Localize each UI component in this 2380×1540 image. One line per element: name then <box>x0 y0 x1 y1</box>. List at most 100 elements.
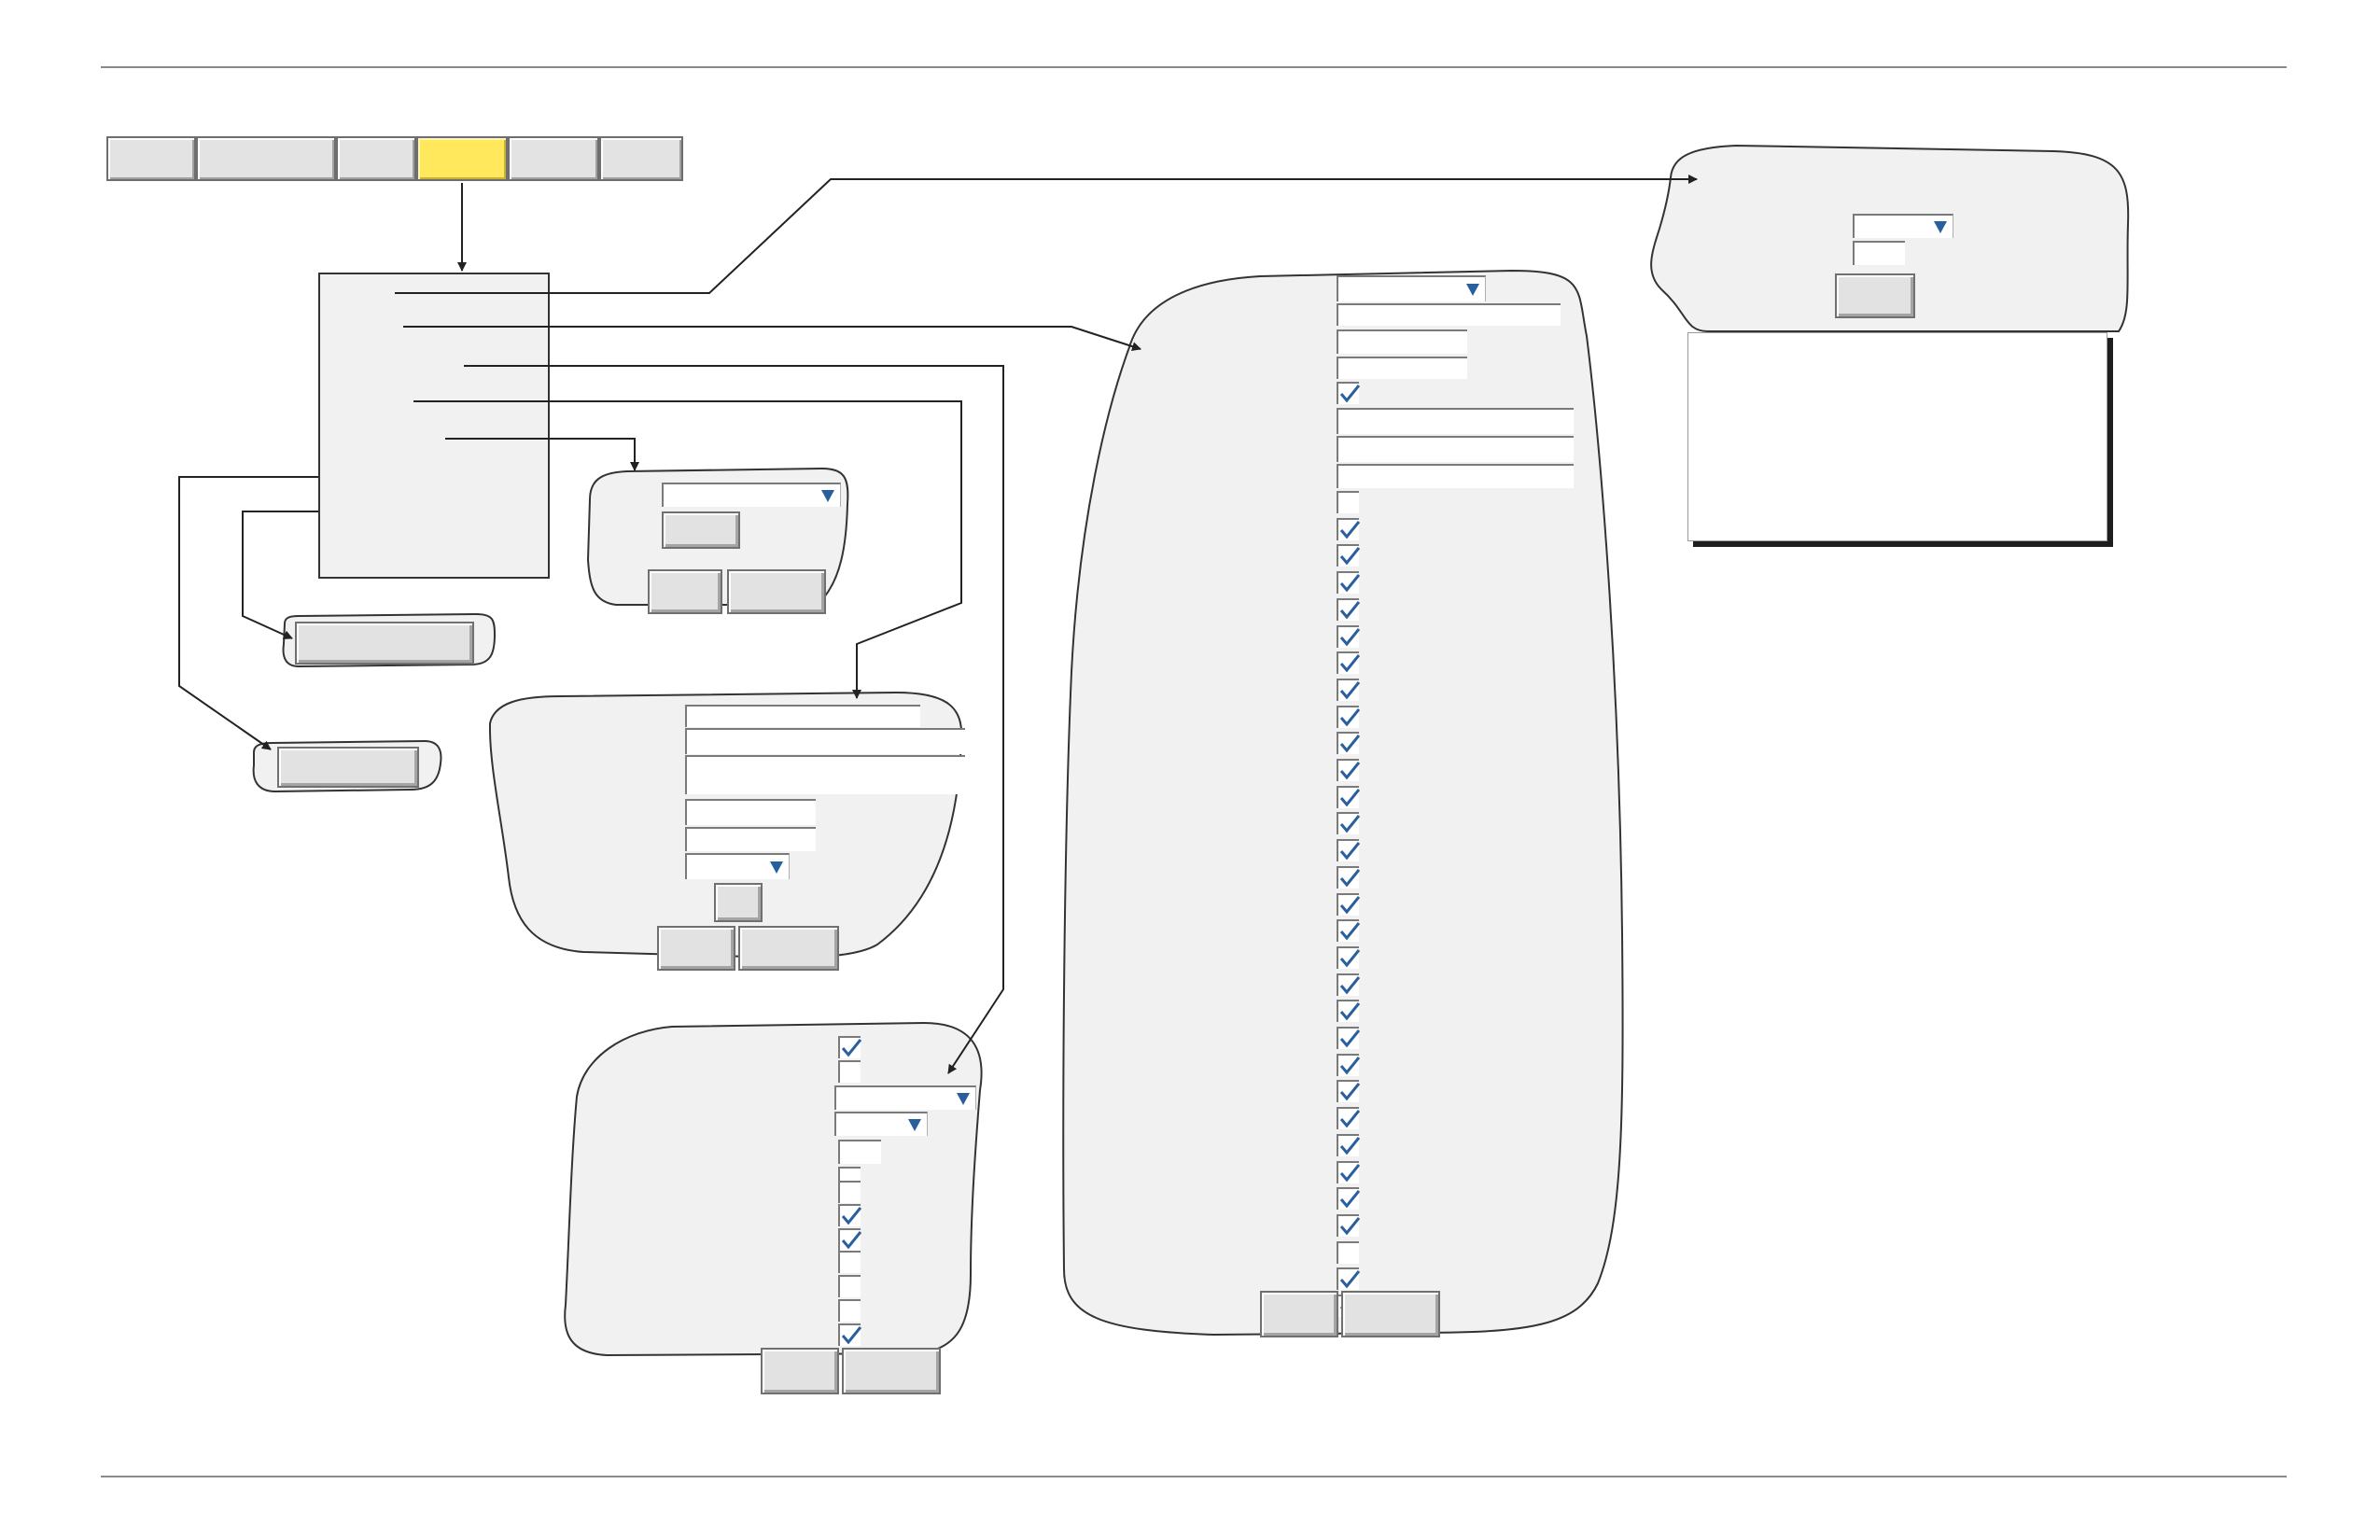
tall-cancel-button[interactable] <box>1341 1291 1440 1337</box>
top-rule <box>101 66 2287 68</box>
checkbox[interactable] <box>1337 518 1360 540</box>
arrow-menu-to-mid <box>413 400 962 699</box>
dropdown-panel-action-button[interactable] <box>662 511 740 549</box>
top-right-dropdown[interactable] <box>1853 214 1953 238</box>
bottom-dropdown-2[interactable] <box>834 1112 928 1136</box>
toolbar-tab-6[interactable] <box>599 136 683 181</box>
checkbox[interactable] <box>1337 1161 1360 1183</box>
mid-cancel-button[interactable] <box>738 926 839 971</box>
checkbox[interactable] <box>1337 706 1360 728</box>
checkbox[interactable] <box>838 1228 861 1251</box>
tall-dropdown-select[interactable] <box>1337 275 1486 301</box>
tall-text-field-2[interactable] <box>1337 329 1467 354</box>
tall-text-field-4[interactable] <box>1337 408 1574 434</box>
small-b-field-button[interactable] <box>277 747 419 788</box>
checkbox[interactable] <box>838 1275 861 1297</box>
bottom-text-field[interactable] <box>838 1140 881 1164</box>
bottom-dropdown-1[interactable] <box>834 1085 976 1110</box>
toolbar-tab-2[interactable] <box>196 136 336 181</box>
small-a-field-button[interactable] <box>295 622 474 665</box>
checkbox[interactable] <box>1337 651 1360 674</box>
checkbox[interactable] <box>1337 786 1360 808</box>
checkbox[interactable] <box>1337 1107 1360 1129</box>
tall-text-field-6[interactable] <box>1337 464 1574 488</box>
checkbox[interactable] <box>1337 625 1360 648</box>
mid-small-button[interactable] <box>714 883 763 922</box>
bottom-ok-button[interactable] <box>761 1348 839 1394</box>
checkbox[interactable] <box>1337 1054 1360 1076</box>
checkbox[interactable] <box>1337 679 1360 701</box>
panel-top-right <box>1650 144 2130 332</box>
text-field-4[interactable] <box>685 799 816 825</box>
text-field-5[interactable] <box>685 827 816 851</box>
checkmark-icon <box>1339 681 1360 700</box>
checkbox[interactable] <box>1337 946 1360 969</box>
checkbox[interactable] <box>1337 1000 1360 1022</box>
dropdown-select[interactable] <box>662 483 841 507</box>
arrow-menu-to-small-b <box>178 476 318 750</box>
checkmark-icon <box>1339 1057 1360 1075</box>
top-right-popup-list[interactable] <box>1687 332 2107 541</box>
checkbox[interactable] <box>838 1060 861 1083</box>
toolbar-tab-1[interactable] <box>106 136 196 181</box>
toolbar-tab-4-active[interactable] <box>416 136 508 181</box>
checkmark-icon <box>1339 976 1360 995</box>
arrow-menu-to-bottom <box>464 365 1004 1074</box>
checkmark-icon <box>1339 1137 1360 1155</box>
checkbox[interactable] <box>1337 544 1360 567</box>
checkbox[interactable] <box>838 1299 861 1322</box>
tall-text-field-1[interactable] <box>1337 303 1561 326</box>
text-field-1[interactable] <box>685 705 920 727</box>
checkbox[interactable] <box>1337 1080 1360 1102</box>
checkmark-icon <box>1339 842 1360 861</box>
checkbox[interactable] <box>838 1036 861 1058</box>
tall-text-field-5[interactable] <box>1337 436 1574 462</box>
mid-ok-button[interactable] <box>657 926 735 971</box>
checkbox[interactable] <box>1337 973 1360 996</box>
tall-text-field-3[interactable] <box>1337 357 1467 379</box>
text-field-3[interactable] <box>685 755 965 794</box>
tall-ok-button[interactable] <box>1260 1291 1338 1337</box>
top-right-action-button[interactable] <box>1835 273 1915 318</box>
checkbox[interactable] <box>1337 1027 1360 1049</box>
checkmark-icon <box>841 1207 861 1225</box>
cancel-button[interactable] <box>727 569 826 614</box>
checkmark-icon <box>1339 1083 1360 1101</box>
checkbox[interactable] <box>1337 1134 1360 1156</box>
checkbox[interactable] <box>1337 919 1360 942</box>
checkbox[interactable] <box>1337 491 1359 513</box>
checkbox[interactable] <box>1337 759 1360 781</box>
checkmark-icon <box>1339 1029 1360 1048</box>
bottom-cancel-button[interactable] <box>842 1348 941 1394</box>
checkbox[interactable] <box>838 1251 861 1273</box>
mid-dropdown-select[interactable] <box>685 853 790 879</box>
ok-button[interactable] <box>648 569 722 614</box>
checkmark-icon <box>1339 789 1360 807</box>
toolbar-tab-3[interactable] <box>336 136 416 181</box>
checkmark-icon <box>841 1326 861 1345</box>
checkmark-icon <box>1339 1270 1360 1289</box>
checkbox[interactable] <box>1337 1267 1360 1290</box>
top-right-text-field[interactable] <box>1853 241 1905 265</box>
checkbox[interactable] <box>1337 893 1360 916</box>
text-field-2[interactable] <box>685 728 965 754</box>
checkbox[interactable] <box>1337 812 1360 834</box>
checkbox[interactable] <box>1337 571 1360 594</box>
checkbox[interactable] <box>1337 382 1360 404</box>
checkbox[interactable] <box>838 1204 861 1226</box>
checkmark-icon <box>841 1039 861 1057</box>
checkbox[interactable] <box>1337 1187 1360 1210</box>
checkbox[interactable] <box>1337 866 1360 889</box>
checkbox[interactable] <box>838 1181 861 1203</box>
dropdown-triangle-icon <box>908 1119 921 1131</box>
checkbox[interactable] <box>1337 598 1360 621</box>
toolbar-tab-5[interactable] <box>508 136 599 181</box>
checkmark-icon <box>1339 922 1360 941</box>
checkbox[interactable] <box>838 1323 861 1346</box>
checkmark-icon <box>1339 385 1360 403</box>
checkbox[interactable] <box>1337 732 1360 754</box>
checkbox[interactable] <box>1337 1241 1359 1264</box>
checkbox[interactable] <box>1337 839 1360 861</box>
checkbox[interactable] <box>1337 1214 1360 1237</box>
